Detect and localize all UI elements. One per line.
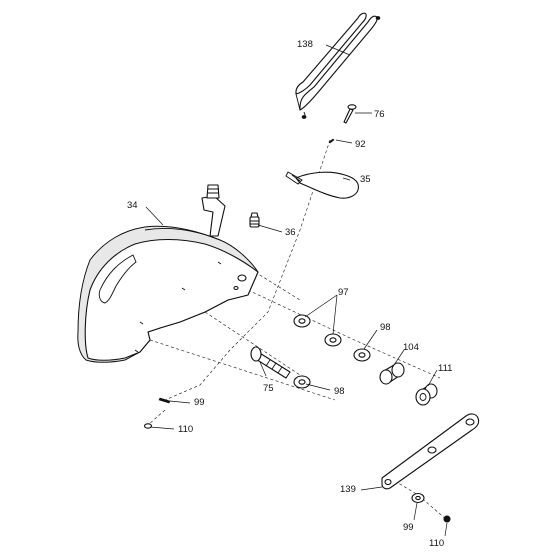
callout-138: 138 [297,39,313,50]
callout-34: 34 [127,200,138,211]
leader-lines [145,44,448,537]
callout-36: 36 [285,227,296,238]
blade-guard-part [77,184,259,363]
bolt-part [250,346,291,379]
screw-part [343,104,357,124]
nut-part [415,383,438,406]
callout-98-upper: 98 [380,322,391,333]
callout-98-lower: 98 [334,386,345,397]
bushing-part [379,362,405,385]
assembly-lines [147,139,448,521]
callout-99-left: 99 [194,397,205,408]
handle-bar-part [295,12,381,119]
pin-part [328,138,335,144]
callout-99-bottom: 99 [403,522,414,533]
pin-99-part [158,397,171,404]
callout-75: 75 [263,383,274,394]
nipple-fitting-part [249,212,260,228]
washer-99-part [411,492,425,504]
callout-110-bottom: 110 [429,538,444,549]
callout-92: 92 [355,139,366,150]
callout-35: 35 [360,174,371,185]
callout-110-left: 110 [178,424,193,435]
callout-76: 76 [374,109,385,120]
callout-104: 104 [403,342,419,353]
callout-111: 111 [438,363,452,374]
link-plate-part [381,413,480,490]
plug-110-part [143,423,153,429]
callout-139: 139 [340,484,356,495]
washer-97-parts [293,314,342,347]
flap-part [285,171,359,199]
washer-98-parts [293,348,371,389]
callout-labels: 138 76 92 35 34 36 97 98 104 111 75 98 9… [127,39,452,549]
nut-110-part [443,515,451,523]
callout-97: 97 [338,287,349,298]
